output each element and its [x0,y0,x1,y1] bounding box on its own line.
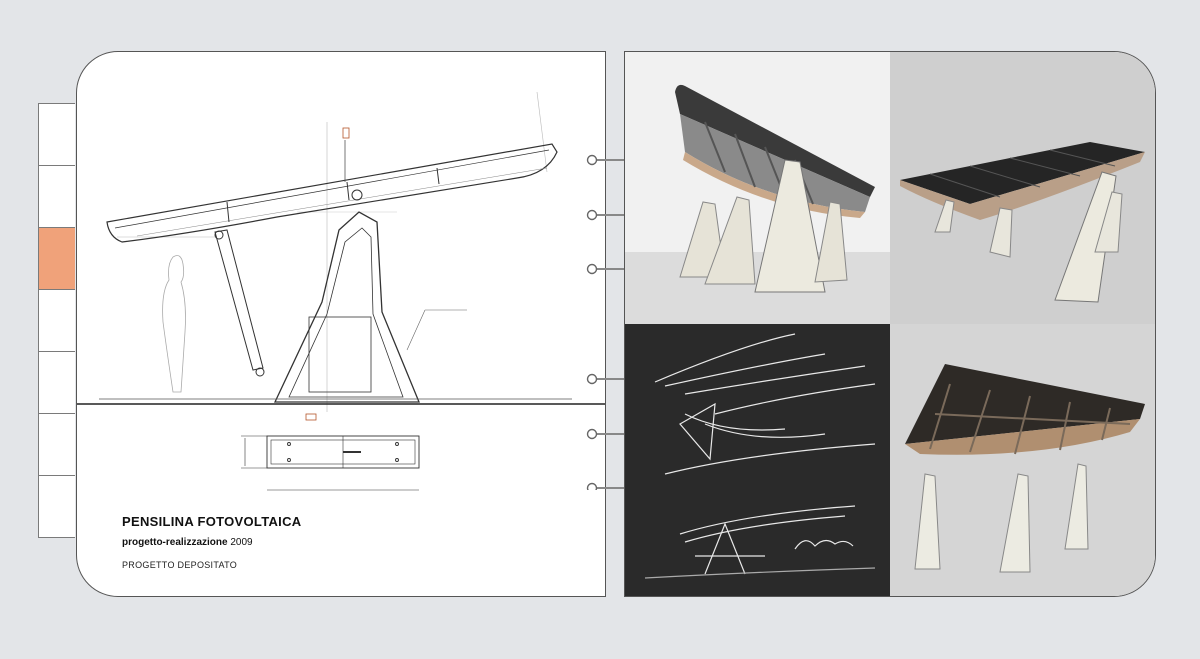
tab-3-active[interactable] [38,227,75,290]
canopy-render-2 [900,142,1145,303]
render-rear-perspective [890,52,1155,324]
tab-1[interactable] [38,103,75,166]
tab-7[interactable] [38,475,75,538]
status-note: PROGETTO DEPOSITATO [122,560,238,570]
canopy-render-3 [905,364,1145,573]
render-underside-perspective [890,324,1155,596]
hand-sketch [625,324,890,596]
technical-drawing [77,91,605,491]
right-page [624,51,1156,597]
document-title: PENSILINA FOTOVOLTAICA [122,514,302,529]
render-front-perspective [625,52,890,324]
title-block: PENSILINA FOTOVOLTAICA progetto-realizza… [122,514,301,570]
sketch-drawing [644,333,876,579]
subtitle-label: progetto-realizzazione [122,537,228,548]
subtitle-year: 2009 [230,537,253,548]
index-tabs [38,103,75,538]
tab-2[interactable] [38,165,75,228]
tab-6[interactable] [38,413,75,476]
tab-4[interactable] [38,289,75,352]
canopy-render-1 [625,84,890,324]
tab-5[interactable] [38,351,75,414]
left-page: PENSILINA FOTOVOLTAICA progetto-realizza… [76,51,606,597]
document-subtitle: progetto-realizzazione 2009 [122,537,301,548]
